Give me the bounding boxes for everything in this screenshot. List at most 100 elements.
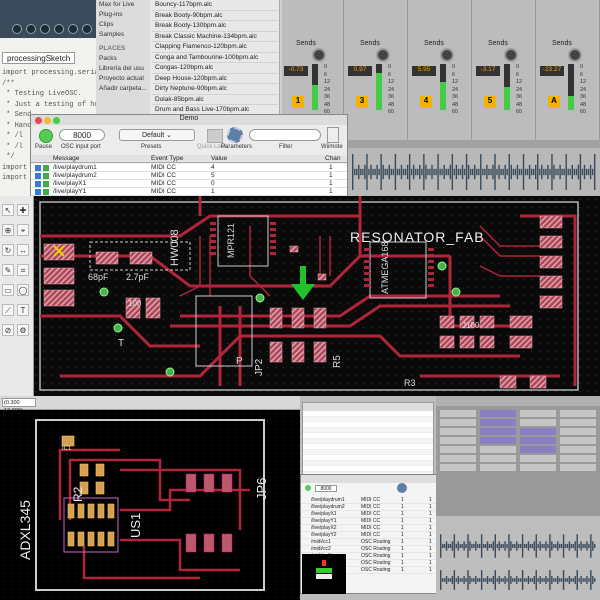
pcb-canvas[interactable]: RESONATOR_FAB HW008 MPR121 ATMEGA168 JP2…	[0, 196, 600, 396]
col-event-type[interactable]: Event Type	[151, 155, 184, 162]
browser-sidebar-item[interactable]: Plug-ins	[99, 11, 123, 18]
pcb-tool-11-icon[interactable]: T	[17, 304, 29, 316]
mapping-row[interactable]	[303, 460, 433, 466]
gear-icon[interactable]	[227, 127, 243, 143]
volume-readout[interactable]: 0.97	[348, 66, 372, 76]
gear-icon[interactable]	[397, 483, 407, 493]
browser-file-item[interactable]: Deep House-120bpm.alc	[152, 74, 278, 84]
browser-sidebar-item[interactable]: Max for Live	[99, 1, 135, 8]
mapping-row[interactable]	[303, 422, 433, 428]
mapping-row[interactable]	[303, 449, 433, 455]
browser-file-item[interactable]: Conga and Tambourine-100bpm.alc	[152, 53, 278, 63]
mapping-row[interactable]	[303, 416, 433, 422]
send-knob[interactable]	[568, 48, 582, 62]
preset-select[interactable]: Default ⌄	[119, 129, 195, 141]
sketch-tab[interactable]: processingSketch	[2, 52, 76, 64]
send-knob[interactable]	[376, 48, 390, 62]
browser-sidebar-item[interactable]: Librería del usu	[99, 65, 144, 72]
pcb-tool-13-icon[interactable]: ⚙	[17, 324, 29, 336]
stop-button[interactable]	[26, 24, 36, 34]
checkbox[interactable]	[35, 181, 41, 187]
pcb-tool-7-icon[interactable]: ⌗	[17, 264, 29, 276]
track-number-button[interactable]: A	[548, 96, 560, 108]
mapping-row[interactable]	[303, 466, 433, 472]
browser-file-item[interactable]: Bouncy-117bpm.alc	[152, 0, 278, 11]
new-button[interactable]	[40, 24, 50, 34]
wiimote-icon[interactable]	[327, 127, 339, 143]
send-knob[interactable]	[312, 48, 326, 62]
pcb-tool-8-icon[interactable]: ▭	[2, 284, 14, 296]
browser-file-item[interactable]: Break Booty-90bpm.alc	[152, 11, 278, 21]
quick-look-button[interactable]	[207, 129, 223, 143]
osc-port-field-small[interactable]: 8000	[315, 485, 337, 492]
checkbox[interactable]	[35, 189, 41, 195]
pcb-tool-0-icon[interactable]: ↖	[2, 204, 14, 216]
checkbox[interactable]	[35, 165, 41, 171]
track-number-button[interactable]: 5	[484, 96, 496, 108]
browser-file-item[interactable]: Clapping Flamenco-120bpm.alc	[152, 42, 278, 53]
filter-search-input[interactable]	[249, 129, 321, 141]
pcb-tool-5-icon[interactable]: ↔	[17, 244, 29, 256]
send-knob[interactable]	[440, 48, 454, 62]
track-number-button[interactable]: 3	[356, 96, 368, 108]
browser-sidebar-item[interactable]: Clips	[99, 21, 114, 28]
mapping-row[interactable]	[303, 438, 433, 444]
mapping-row[interactable]	[303, 433, 433, 439]
browser-sidebar-item[interactable]: Proyecto actual	[99, 75, 144, 82]
browser-sidebar-item[interactable]: Añadir carpeta...	[99, 85, 147, 92]
export-button[interactable]	[82, 24, 92, 34]
session-canvas[interactable]	[436, 396, 600, 600]
pcb-tool-12-icon[interactable]: ⊘	[2, 324, 14, 336]
mapping-row[interactable]	[303, 455, 433, 461]
track-number-button[interactable]: 4	[420, 96, 432, 108]
browser-file-item[interactable]: Dirty Neptune-90bpm.alc	[152, 84, 278, 95]
pcb-tool-4-icon[interactable]: ↻	[2, 244, 14, 256]
close-icon[interactable]	[35, 117, 42, 124]
open-button[interactable]	[54, 24, 64, 34]
osc-port-field[interactable]: 8000	[59, 129, 105, 141]
pcb-tool-10-icon[interactable]: ⟋	[2, 304, 14, 316]
mapping-row[interactable]	[303, 411, 433, 417]
track-number-button[interactable]: 1	[292, 96, 304, 108]
eagle-canvas[interactable]: ADXL345 R2 IC1 JP6 US1	[0, 410, 300, 600]
pcb-tool-3-icon[interactable]: ⌖	[17, 224, 29, 236]
send-knob[interactable]	[504, 48, 518, 62]
mapping-row[interactable]	[303, 427, 433, 433]
mapping-row[interactable]	[303, 444, 433, 450]
volume-readout[interactable]: 5.95	[412, 66, 436, 76]
pcb-tool-2-icon[interactable]: ⊕	[2, 224, 14, 236]
col-message[interactable]: Message	[53, 155, 80, 162]
minimize-icon[interactable]	[44, 117, 51, 124]
pcb-tool-6-icon[interactable]: ✎	[2, 264, 14, 276]
pause-button[interactable]	[39, 129, 53, 143]
col-value[interactable]: Value	[211, 155, 228, 162]
pcb-tool-1-icon[interactable]: ✚	[17, 204, 29, 216]
browser-file-item[interactable]: Dolak-85bpm.alc	[152, 95, 278, 105]
volume-readout[interactable]: -23.27	[540, 66, 564, 76]
browser-file-item[interactable]: Break Booty-130bpm.alc	[152, 21, 278, 32]
browser-file-item[interactable]: Break Classic Machine-134bpm.alc	[152, 32, 278, 42]
browser-sidebar-item[interactable]: Samples	[99, 31, 125, 38]
pause-button-small[interactable]	[305, 485, 311, 491]
browser-sidebar-item[interactable]: Packs	[99, 55, 117, 62]
volume-readout[interactable]: -0.73	[284, 66, 308, 76]
checkbox[interactable]	[35, 173, 41, 179]
browser-file-item[interactable]: Congas-120bpm.alc	[152, 63, 278, 74]
zoom-icon[interactable]	[53, 117, 60, 124]
run-button[interactable]	[12, 24, 22, 34]
volume-readout[interactable]: -3.17	[476, 66, 500, 76]
pcb-tool-9-icon[interactable]: ◯	[17, 284, 29, 296]
col-chan[interactable]: Chan	[325, 155, 341, 162]
save-button[interactable]	[68, 24, 78, 34]
